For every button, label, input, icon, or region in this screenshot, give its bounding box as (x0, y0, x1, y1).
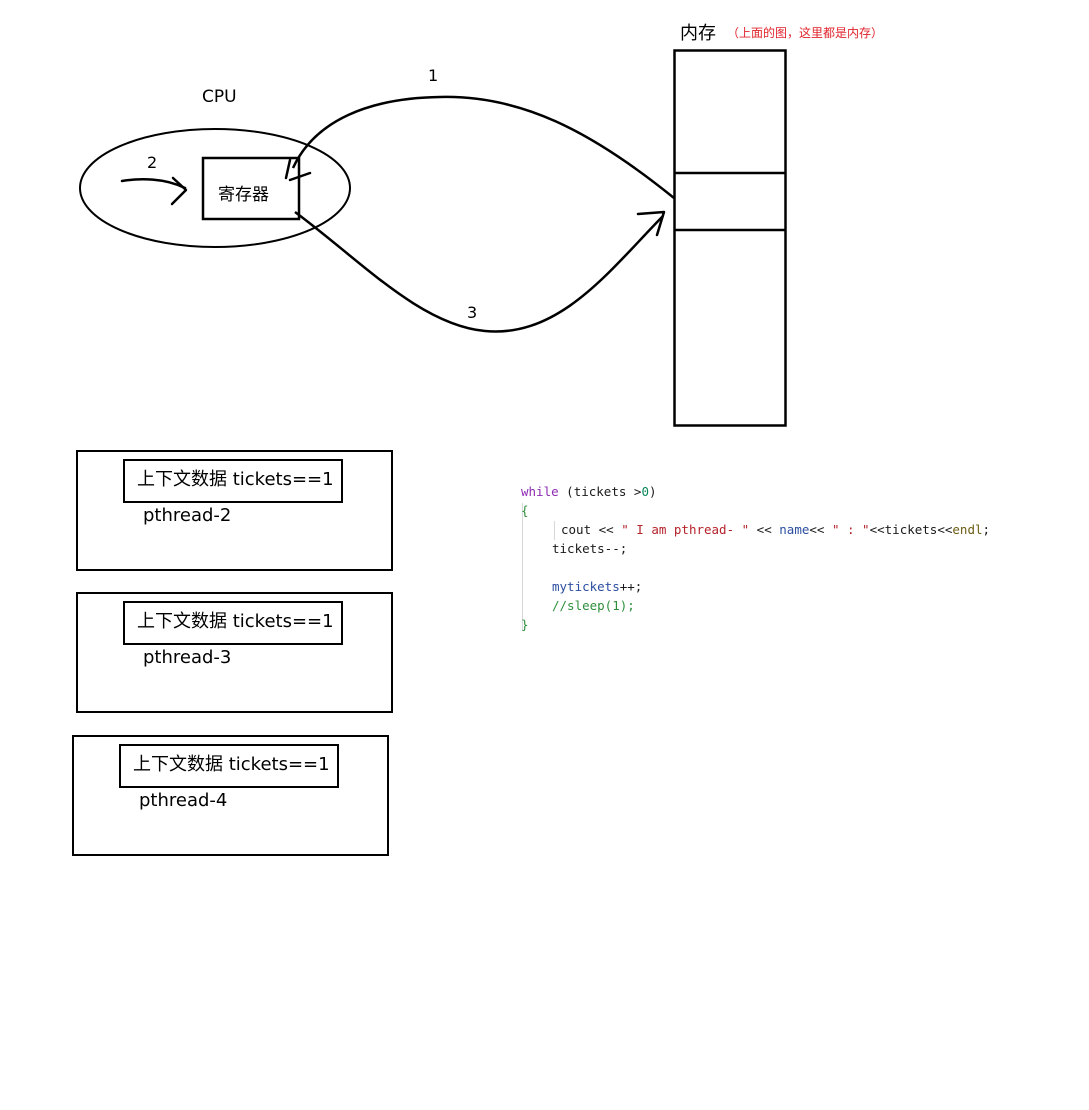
code-line: } (521, 615, 990, 634)
cpu-ellipse (79, 128, 351, 248)
code-number: 0 (641, 484, 649, 499)
code-line: while (tickets >0) (521, 482, 990, 501)
code-brace: } (521, 617, 529, 632)
load-arrow (291, 95, 675, 199)
code-indent-guide (554, 521, 555, 540)
thread-frame-2 (76, 450, 393, 571)
step-2-label: 2 (147, 153, 158, 172)
code-line (521, 558, 990, 577)
code-line: { (521, 501, 990, 520)
code-text: ; (982, 522, 991, 537)
code-text: tickets--; (552, 541, 628, 556)
code-snippet: while (tickets >0) { cout << " I am pthr… (521, 482, 990, 634)
thread-frame-3 (76, 592, 393, 713)
load-arrowhead (284, 158, 312, 182)
compute-arrow (120, 178, 187, 190)
code-line: mytickets++; (521, 577, 990, 596)
code-comment: //sleep(1); (552, 598, 635, 613)
step-1-label: 1 (428, 66, 439, 85)
context-data-box: 上下文数据 tickets==1 (123, 601, 343, 645)
writeback-arrow (294, 210, 664, 333)
code-text: cout << (561, 522, 622, 537)
memory-block (673, 49, 787, 427)
step-3-label: 3 (467, 303, 478, 322)
code-keyword: while (521, 484, 559, 499)
code-line: //sleep(1); (521, 596, 990, 615)
cpu-label: CPU (202, 87, 237, 107)
compute-arrowhead (170, 176, 188, 206)
context-data-box: 上下文数据 tickets==1 (123, 459, 343, 503)
code-function: endl (952, 522, 983, 537)
code-text: <<tickets<< (869, 522, 953, 537)
register-box (201, 156, 301, 221)
code-line: cout << " I am pthread- " << name<< " : … (521, 520, 990, 539)
code-text: ++; (619, 579, 643, 594)
code-text: << (749, 522, 780, 537)
thread-name: pthread-2 (143, 505, 232, 526)
code-variable: name (779, 522, 810, 537)
code-variable: mytickets (552, 579, 620, 594)
writeback-arrowhead (636, 210, 666, 237)
code-string: " I am pthread- " (621, 522, 750, 537)
context-data-box: 上下文数据 tickets==1 (119, 744, 339, 788)
code-text: (tickets > (558, 484, 642, 499)
code-indent-guide (522, 503, 523, 631)
code-brace: { (521, 503, 529, 518)
memory-title: 内存 (680, 23, 716, 44)
memory-note: （上面的图，这里都是内存） (727, 26, 884, 40)
code-line: tickets--; (521, 539, 990, 558)
register-label: 寄存器 (218, 185, 269, 205)
code-string: " : " (831, 522, 870, 537)
thread-name: pthread-4 (139, 790, 228, 811)
code-text: ) (648, 484, 657, 499)
thread-name: pthread-3 (143, 647, 232, 668)
code-text: << (809, 522, 832, 537)
thread-frame-4 (72, 735, 389, 856)
